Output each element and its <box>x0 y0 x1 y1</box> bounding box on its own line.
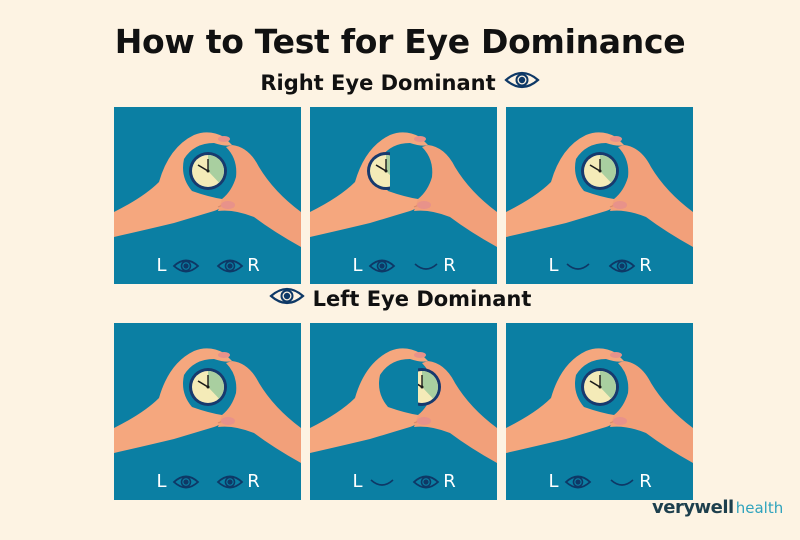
left-eye-label: L <box>548 471 559 492</box>
open-eye-icon <box>607 257 637 275</box>
clock-icon <box>418 368 441 406</box>
open-eye-icon <box>171 473 201 491</box>
illustration-panel-left-2: L R <box>310 323 497 500</box>
eye-state-row: L R <box>506 255 693 276</box>
open-eye-icon <box>171 257 201 275</box>
left-eye-label: L <box>156 471 167 492</box>
left-eye-label: L <box>156 255 167 276</box>
brand-logo: verywell health <box>652 497 783 518</box>
illustration-panel-right-1: L R <box>114 107 301 284</box>
right-eye-label: R <box>247 255 260 276</box>
right-eye-label: R <box>639 255 652 276</box>
eye-state-row: L R <box>310 255 497 276</box>
clock-icon <box>367 152 390 190</box>
left-eye-label: L <box>352 255 363 276</box>
clock-icon <box>581 368 619 406</box>
eye-icon <box>504 70 540 95</box>
section-heading-label: Left Eye Dominant <box>312 286 532 311</box>
brand-secondary: health <box>735 499 784 517</box>
right-eye-label: R <box>443 471 456 492</box>
open-eye-icon <box>215 257 245 275</box>
closed-eye-icon <box>367 473 397 491</box>
right-eye-label: R <box>639 471 652 492</box>
eye-state-row: L R <box>114 471 301 492</box>
eye-state-row: L R <box>506 471 693 492</box>
section-heading-left-eye-dominant: Left Eye Dominant <box>0 286 800 311</box>
section-heading-label: Right Eye Dominant <box>260 70 496 95</box>
clock-icon <box>189 368 227 406</box>
left-eye-label: L <box>352 471 363 492</box>
closed-eye-icon <box>607 473 637 491</box>
open-eye-icon <box>367 257 397 275</box>
right-eye-label: R <box>247 471 260 492</box>
open-eye-icon <box>215 473 245 491</box>
open-eye-icon <box>563 473 593 491</box>
section-heading-right-eye-dominant: Right Eye Dominant <box>0 70 800 95</box>
eye-icon <box>268 286 305 311</box>
clock-icon <box>581 152 619 190</box>
clock-icon <box>189 152 227 190</box>
right-eye-label: R <box>443 255 456 276</box>
eye-state-row: L R <box>310 471 497 492</box>
illustration-panel-left-3: L R <box>506 323 693 500</box>
illustration-panel-right-2: L R <box>310 107 497 284</box>
illustration-panel-right-3: L R <box>506 107 693 284</box>
left-eye-label: L <box>548 255 559 276</box>
eye-state-row: L R <box>114 255 301 276</box>
open-eye-icon <box>411 473 441 491</box>
closed-eye-icon <box>411 257 441 275</box>
brand-primary: verywell <box>652 497 734 518</box>
illustration-panel-left-1: L R <box>114 323 301 500</box>
closed-eye-icon <box>563 257 593 275</box>
page-title: How to Test for Eye Dominance <box>114 22 686 61</box>
